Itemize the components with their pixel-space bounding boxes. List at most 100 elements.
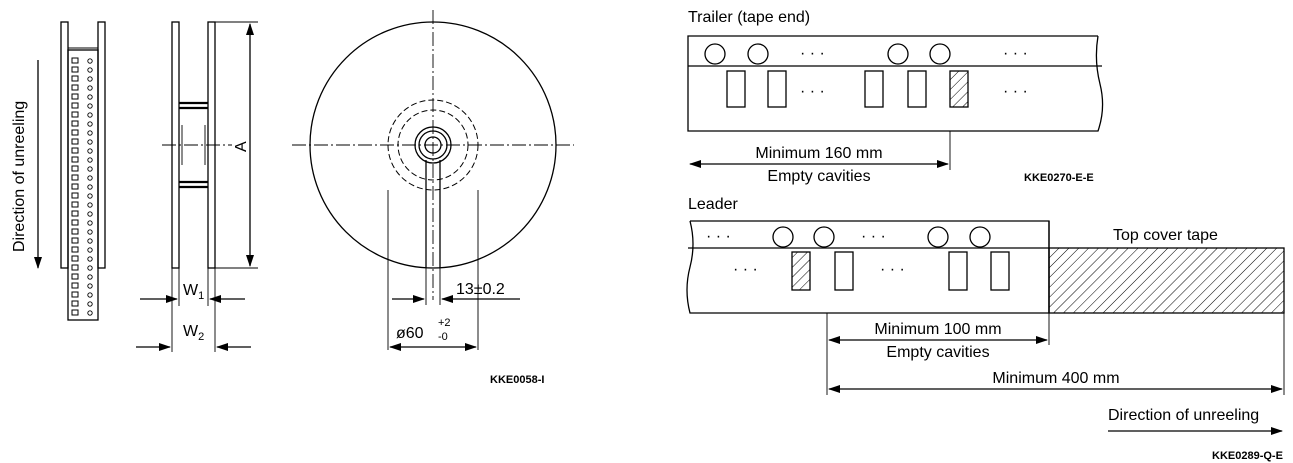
leader-cavity [834,251,854,291]
tape-sprocket-hole [87,121,93,127]
leader-sprocket-hole [927,226,949,248]
leader-dim1-sublabel: Empty cavities [886,344,989,361]
tape-pocket [71,120,79,127]
tape-pocket [71,246,79,253]
tape-sprocket-hole [87,220,93,226]
leader-cavity [990,251,1010,291]
tape-sprocket-hole [87,130,93,136]
tape-sprocket-hole [87,103,93,109]
tape-pocket [71,75,79,82]
leader-ellipsis: · · · [861,228,886,245]
trailer-cavity [767,70,787,108]
trailer-sprocket-hole [929,43,951,65]
tape-pocket [71,192,79,199]
tape-pocket [71,84,79,91]
leader-tape-outline [686,220,1050,314]
tape-pocket [71,210,79,217]
tape-pocket [71,93,79,100]
tape-pocket [71,111,79,118]
reel-section-view: A W1 W2 [136,21,258,352]
tape-sprocket-hole [87,148,93,154]
tape-pocket [71,282,79,289]
tape-sprocket-hole [87,166,93,172]
leader-sprocket-hole [813,226,835,248]
reel-unreeling-view: Direction of unreeling [11,21,106,321]
tape-sprocket-hole [87,85,93,91]
tape-sprocket-hole [87,175,93,181]
tape-sprocket-hole [87,58,93,64]
trailer-tape-outline [687,35,1104,132]
trailer-sprocket-hole [887,43,909,65]
trailer-cavity [864,70,884,108]
tape-sprocket-hole [87,283,93,289]
tape-sprocket-hole [87,247,93,253]
tape-pocket [71,156,79,163]
tape-sprocket-hole [87,139,93,145]
dim-a-label: A [233,141,250,152]
tape-pocket [71,273,79,280]
trailer-cavity [726,70,746,108]
tape-pocket [71,228,79,235]
tape-pocket [71,147,79,154]
trailer-ellipsis: · · · [800,45,825,62]
tape-sprocket-hole [87,265,93,271]
trailer-diagram: Trailer (tape end) · · ·· · ·· · ·· · · … [687,9,1104,185]
trailer-ellipsis: · · · [1003,83,1028,100]
tape-pocket [71,102,79,109]
trailer-title: Trailer (tape end) [688,9,810,26]
dim-hub-label: ø60 [396,325,424,342]
tape-pocket [71,201,79,208]
dim-w2-label: W2 [183,323,204,343]
carrier-tape-strip [67,49,99,321]
tape-sprocket-hole [87,193,93,199]
leader-dim2-label: Minimum 400 mm [992,370,1119,387]
top-cover-tape-label: Top cover tape [1113,227,1218,244]
tape-sprocket-hole [87,76,93,82]
tape-pocket [71,129,79,136]
reel-outer-circle [309,21,557,269]
tape-pocket [71,264,79,271]
leader-sprocket-hole [772,226,794,248]
trailer-sprocket-hole [747,43,769,65]
tape-sprocket-hole [87,292,93,298]
trailer-cavity [907,70,927,108]
tape-pocket [71,183,79,190]
reel-flange-left [60,21,69,269]
trailer-drawing-code: KKE0270-E-E [1024,172,1094,184]
tape-pocket [71,57,79,64]
tape-pocket [71,165,79,172]
tape-pocket [71,300,79,307]
dim-hub-tol-minus: -0 [438,331,448,343]
tape-sprocket-holes [71,57,93,316]
leader-ellipsis: · · · [880,261,905,278]
reel-direction-label: Direction of unreeling [11,101,28,252]
tape-sprocket-hole [87,211,93,217]
leader-ellipsis: · · · [733,261,758,278]
tape-pocket [71,174,79,181]
reel-front-view: 13±0.2 ø60 +2 -0 KKE0058-I [292,10,574,386]
leader-direction-label: Direction of unreeling [1108,407,1259,424]
leader-dim1-label: Minimum 100 mm [874,321,1001,338]
tape-pocket [71,138,79,145]
tape-sprocket-hole [87,67,93,73]
tape-sprocket-hole [87,202,93,208]
leader-drawing-code: KKE0289-Q-E [1212,450,1283,462]
trailer-ellipsis: · · · [1003,45,1028,62]
dim-w1-label: W1 [183,282,204,302]
leader-cavity-filled [791,251,811,291]
tape-pocket [71,219,79,226]
leader-title: Leader [688,196,738,213]
tape-pocket [71,309,79,316]
trailer-ellipsis: · · · [800,83,825,100]
trailer-dim-sublabel: Empty cavities [767,168,870,185]
leader-ellipsis: · · · [706,228,731,245]
tape-sprocket-hole [87,274,93,280]
tape-sprocket-hole [87,157,93,163]
trailer-sprocket-hole [704,43,726,65]
tape-pocket [71,291,79,298]
dim-slot-label: 13±0.2 [456,281,505,298]
tape-sprocket-hole [87,310,93,316]
tape-sprocket-hole [87,301,93,307]
tape-sprocket-hole [87,256,93,262]
